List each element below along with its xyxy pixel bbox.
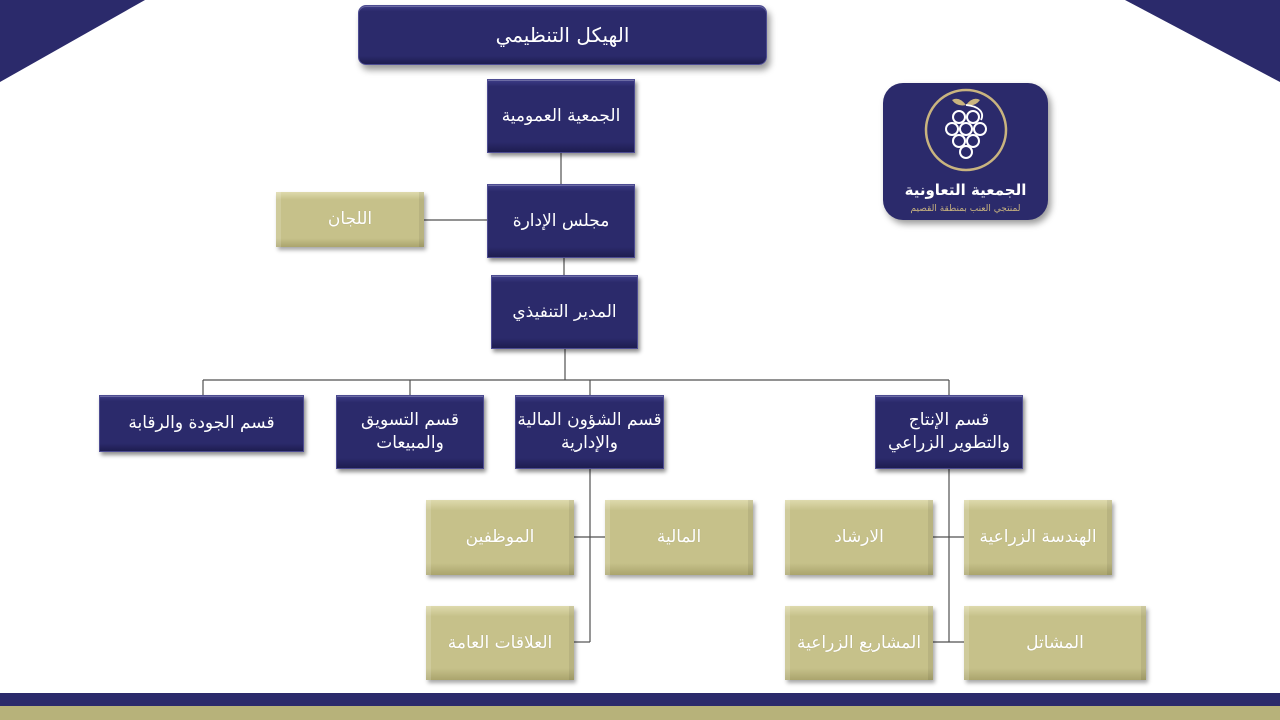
node-label: الهندسة الزراعية [979, 527, 1097, 548]
org-node-executive-director: المدير التنفيذي [491, 275, 638, 349]
grape-cluster-icon [924, 88, 1008, 172]
org-node-finance-admin-department: قسم الشؤون المالية والإدارية [515, 395, 664, 469]
logo-name: الجمعية التعاونية [904, 181, 1027, 199]
node-label: قسم الجودة والرقابة [128, 413, 275, 434]
node-label: الارشاد [834, 527, 884, 548]
organization-logo: الجمعية التعاونية لمنتجي العنب بمنطقة ال… [883, 83, 1048, 220]
org-unit-extension: الارشاد [785, 500, 933, 575]
org-node-production-department: قسم الإنتاج والتطوير الزراعي [875, 395, 1023, 469]
footer-band-navy [0, 693, 1280, 706]
org-unit-agricultural-projects: المشاريع الزراعية [785, 606, 933, 680]
node-label: مجلس الإدارة [512, 210, 610, 231]
node-label: المالية [656, 527, 702, 548]
org-unit-nurseries: المشاتل [964, 606, 1146, 680]
footer-band-olive [0, 706, 1280, 720]
node-label-line: قسم الإنتاج [908, 410, 990, 431]
logo-tagline: لمنتجي العنب بمنطقة القصيم [910, 204, 1021, 214]
node-label-line: قسم التسويق [361, 410, 459, 431]
node-label: المدير التنفيذي [512, 301, 617, 322]
org-node-general-assembly: الجمعية العمومية [487, 79, 635, 153]
corner-triangle-top-right [1125, 0, 1280, 82]
org-unit-employees: الموظفين [426, 500, 574, 575]
page-title: الهيكل التنظيمي [358, 5, 767, 65]
node-label: المشاريع الزراعية [796, 632, 922, 653]
page-title-text: الهيكل التنظيمي [495, 22, 630, 47]
node-label-line: قسم الشؤون المالية [517, 410, 662, 431]
node-label-line: والإدارية [561, 433, 618, 453]
org-unit-agricultural-engineering: الهندسة الزراعية [964, 500, 1112, 575]
org-node-committees: اللجان [276, 192, 424, 247]
node-label: المشاتل [1026, 632, 1084, 653]
corner-triangle-top-left [0, 0, 145, 82]
org-unit-finance: المالية [605, 500, 753, 575]
org-node-quality-department: قسم الجودة والرقابة [99, 395, 304, 452]
node-label-line: والتطوير الزراعي [888, 433, 1011, 453]
node-label: الموظفين [465, 527, 535, 548]
node-label-line: والمبيعات [376, 433, 444, 453]
org-node-board: مجلس الإدارة [487, 184, 635, 258]
node-label: الجمعية العمومية [501, 105, 621, 126]
node-label: اللجان [327, 209, 373, 230]
org-node-marketing-department: قسم التسويق والمبيعات [336, 395, 484, 469]
org-unit-public-relations: العلاقات العامة [426, 606, 574, 680]
node-label: العلاقات العامة [447, 632, 553, 653]
